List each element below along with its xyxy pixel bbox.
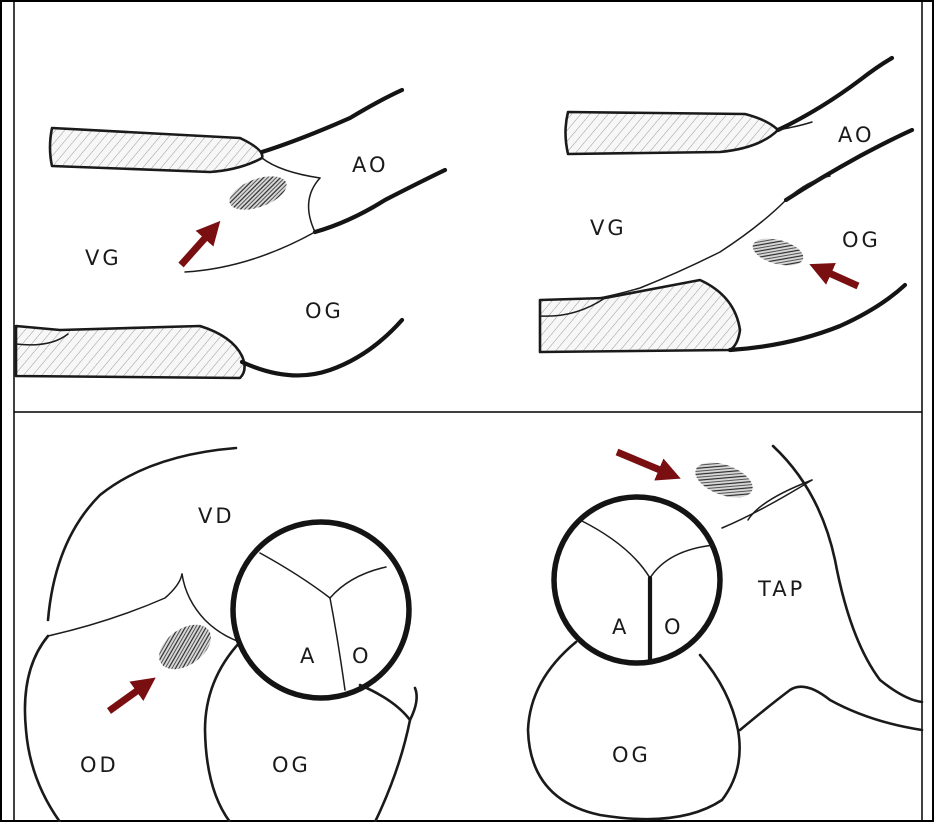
tap-outer-wall: [773, 446, 922, 702]
label-og: OG: [272, 753, 311, 777]
od-outer-wall: [25, 636, 60, 822]
label-og: OG: [612, 743, 651, 767]
lower-wall: [730, 285, 905, 350]
upper-hatched-leaflet: [50, 128, 262, 172]
og-tip: [410, 688, 417, 720]
septal-line: [48, 574, 182, 636]
lesion-spot: [151, 616, 219, 679]
label-ao: AO: [838, 123, 875, 147]
label-vg: VG: [590, 216, 627, 240]
label-o: O: [352, 644, 372, 668]
commissure-line-1: [260, 553, 330, 598]
commissure-line-3: [330, 598, 345, 690]
rv-outer-wall: [48, 448, 236, 620]
red-arrow: [818, 268, 858, 286]
label-od: OD: [80, 753, 119, 777]
panel-bottom-right: A O TAP OG: [528, 446, 922, 819]
aortic-valve-ring: [233, 522, 409, 698]
aortic-lower-wall: [315, 170, 445, 232]
lesion-spot: [691, 456, 758, 505]
lower-hatched-leaflet: [540, 280, 740, 352]
og-left-wall: [205, 642, 240, 822]
commissure-line-2: [650, 545, 714, 578]
label-a: A: [300, 644, 317, 668]
lower-wall: [242, 320, 402, 375]
aortic-upper-wall: [262, 90, 402, 152]
lesion-spot: [225, 170, 291, 217]
label-vg: VG: [85, 246, 122, 270]
commissure-line-2: [330, 567, 386, 598]
panel-bottom-left: VD A O OD OG: [25, 448, 417, 822]
commissure-line-1: [580, 520, 650, 578]
og-atrium: [528, 642, 740, 819]
cusp-bulge: [309, 178, 320, 232]
lesion-spot: [750, 234, 806, 271]
label-og: OG: [305, 299, 344, 323]
upper-hatched-leaflet: [566, 112, 779, 154]
aortic-upper-wall: [778, 58, 892, 130]
lower-hatched-leaflet: [16, 326, 245, 378]
tap-lower-wall: [740, 687, 922, 730]
label-og: OG: [842, 228, 881, 252]
og-right-wall: [360, 685, 410, 822]
aortic-valve-ring: [554, 497, 720, 663]
cusp-line: [262, 158, 320, 178]
panel-top-right: AO VG OG: [540, 58, 912, 352]
label-tap: TAP: [757, 577, 805, 601]
label-o: O: [664, 615, 684, 639]
label-a: A: [612, 615, 629, 639]
label-ao: AO: [352, 153, 389, 177]
red-arrow: [109, 683, 148, 711]
panel-top-left: AO VG OG: [16, 90, 445, 378]
label-vd: VD: [198, 504, 235, 528]
red-arrow: [181, 228, 214, 265]
red-arrow: [617, 452, 672, 475]
